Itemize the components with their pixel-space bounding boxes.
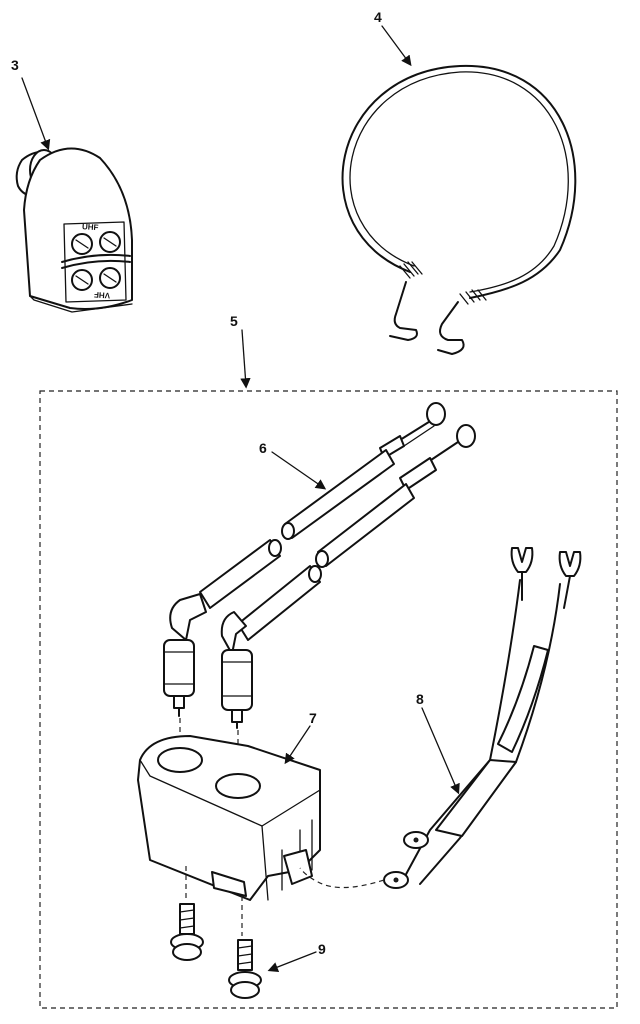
- screw-left: [170, 903, 204, 961]
- callout-7: 7: [309, 710, 317, 726]
- uhf-label: UHF: [82, 222, 99, 232]
- vhf-label: VHF: [94, 290, 111, 300]
- callout-4: 4: [374, 9, 382, 25]
- part-7-mounting-base: [137, 718, 321, 936]
- part-8-twin-lead: [299, 547, 582, 889]
- part-9-screws: [170, 903, 262, 999]
- callout-6: 6: [259, 440, 267, 456]
- screw-right: [228, 939, 262, 999]
- callout-5: 5: [230, 313, 238, 329]
- part-4-loop-antenna: [341, 64, 577, 355]
- callout-3: 3: [11, 57, 19, 73]
- callout-9: 9: [318, 941, 326, 957]
- part-6-telescoping-rods: [163, 402, 476, 729]
- kit-boundary: [39, 390, 618, 1009]
- part-3-selector-switch: UHF VHF: [15, 147, 133, 313]
- callout-8: 8: [416, 691, 424, 707]
- leader-arrows: [21, 25, 460, 973]
